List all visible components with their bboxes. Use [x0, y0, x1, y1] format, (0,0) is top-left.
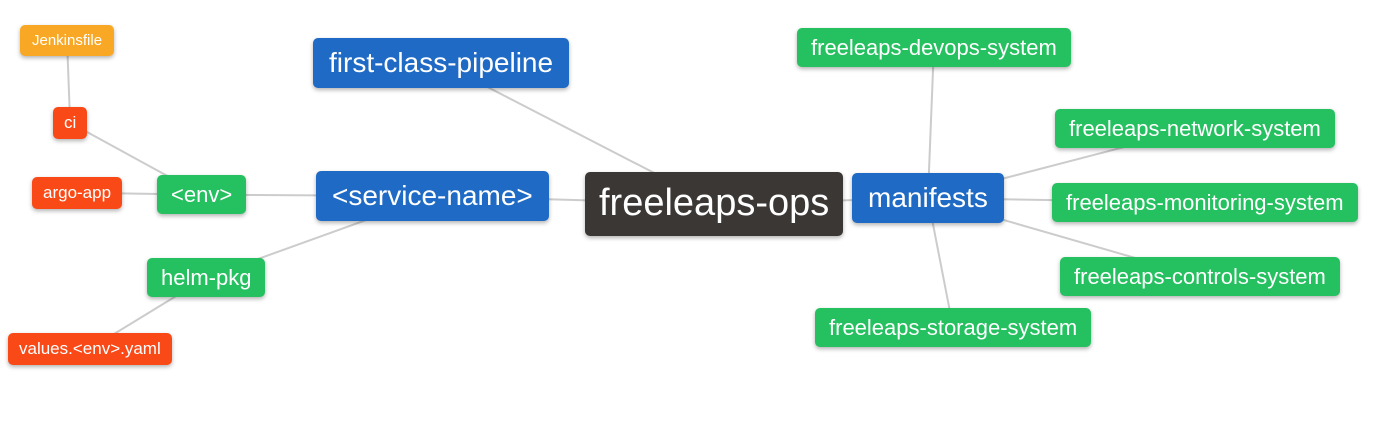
- node-freeleaps-devops-system[interactable]: freeleaps-devops-system: [797, 28, 1071, 68]
- node-first-class-pipeline[interactable]: first-class-pipeline: [313, 38, 570, 89]
- node-ci[interactable]: ci: [53, 107, 88, 139]
- node-freeleaps-storage-system[interactable]: freeleaps-storage-system: [815, 308, 1092, 348]
- node-values-env-yaml[interactable]: values.<env>.yaml: [8, 333, 172, 365]
- node-freeleaps-ops-root[interactable]: freeleaps-ops: [585, 172, 844, 236]
- node-service-name[interactable]: <service-name>: [316, 171, 549, 222]
- node-freeleaps-network-system[interactable]: freeleaps-network-system: [1055, 109, 1335, 149]
- node-freeleaps-monitoring-system[interactable]: freeleaps-monitoring-system: [1052, 183, 1358, 223]
- node-jenkinsfile[interactable]: Jenkinsfile: [20, 25, 115, 57]
- node-manifests[interactable]: manifests: [852, 173, 1004, 224]
- node-freeleaps-controls-system[interactable]: freeleaps-controls-system: [1060, 257, 1340, 297]
- node-helm-pkg[interactable]: helm-pkg: [147, 258, 266, 298]
- node-env[interactable]: <env>: [157, 175, 247, 215]
- node-argo-app[interactable]: argo-app: [32, 177, 123, 209]
